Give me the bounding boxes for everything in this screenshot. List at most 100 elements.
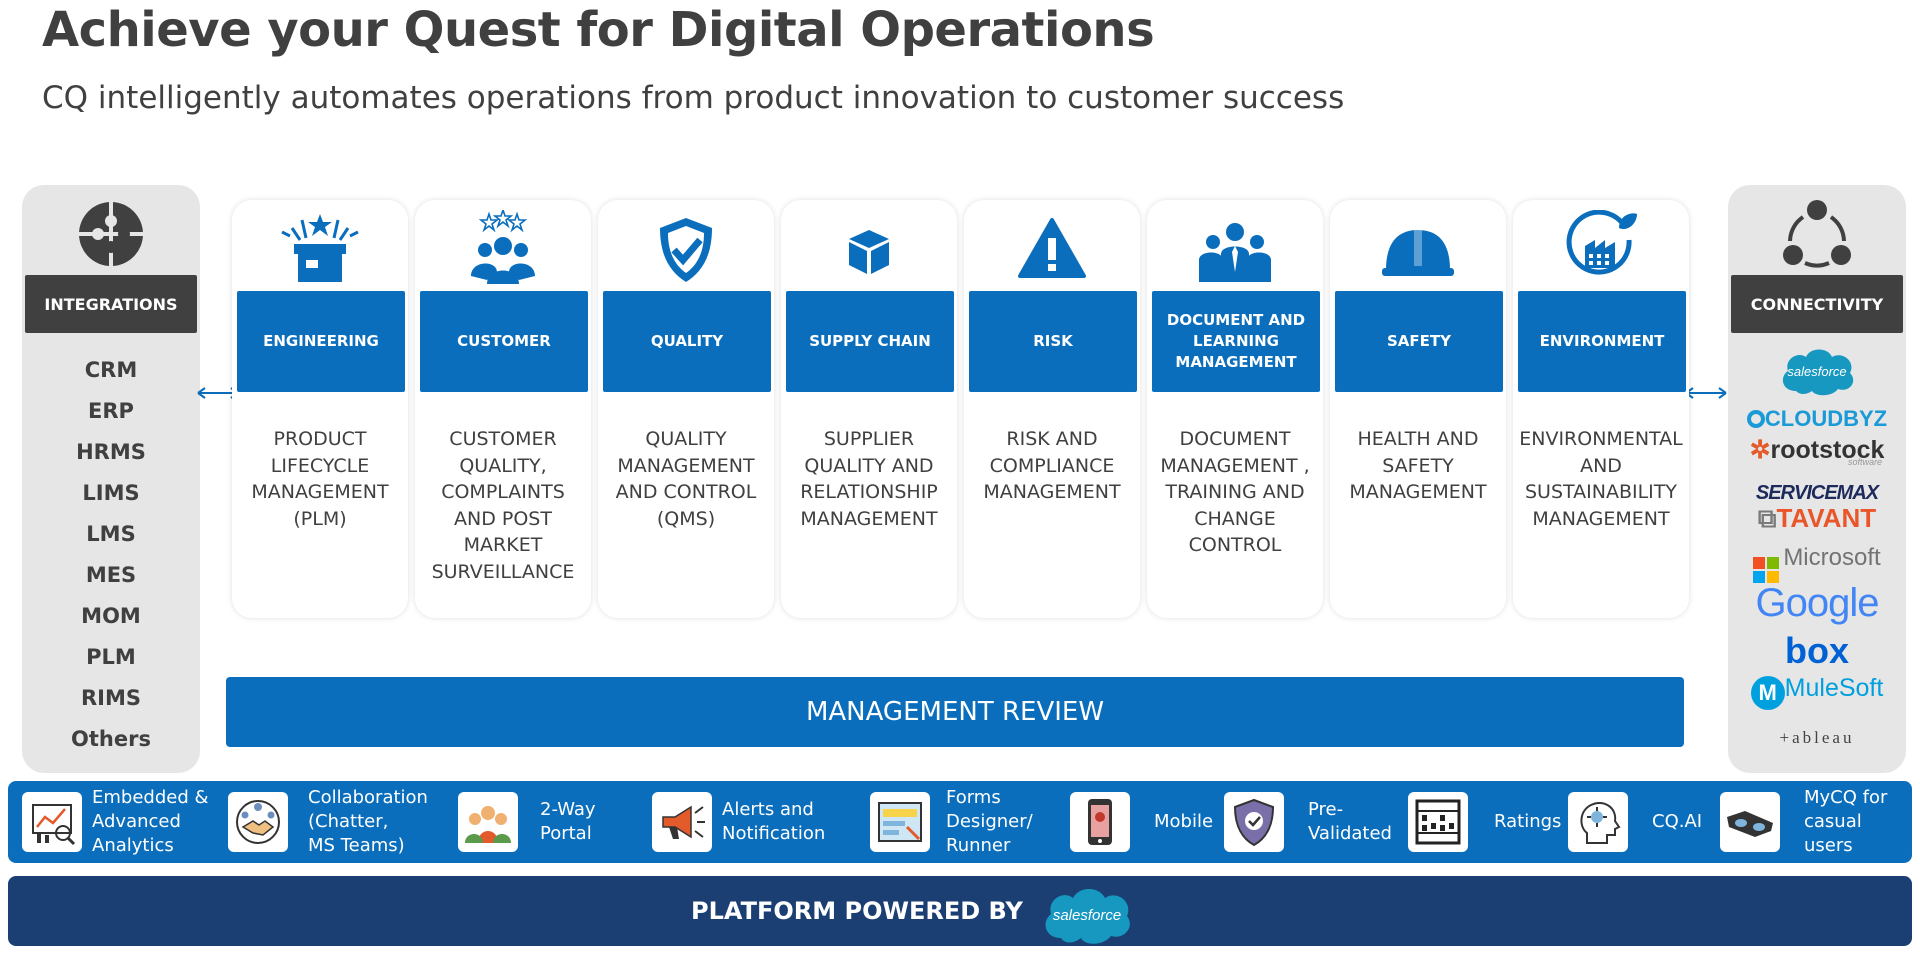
module-description: DOCUMENT MANAGEMENT , TRAINING AND CHANG…	[1160, 428, 1310, 556]
handshake-icon	[228, 792, 288, 852]
module-card-risk: RISK RISK AND COMPLIANCE MANAGEMENT	[964, 200, 1140, 618]
network-icon	[1783, 200, 1851, 268]
module-card-safety: SAFETY HEALTH AND SAFETY MANAGEMENT	[1330, 200, 1506, 618]
module-card-customer: CUSTOMER CUSTOMER QUALITY, COMPLAINTS AN…	[415, 200, 591, 618]
integration-item: MES	[85, 563, 137, 587]
connectivity-panel: CONNECTIVITY salesforce CLOUDBYZ ✲rootst…	[1728, 185, 1906, 773]
hard-hat-icon	[1382, 230, 1454, 276]
module-head: SUPPLY CHAIN	[786, 291, 954, 392]
feature-label: Forms Designer/ Runner	[946, 787, 1033, 856]
module-description: QUALITY MANAGEMENT AND CONTROL (QMS)	[615, 428, 757, 530]
module-card-quality: QUALITY QUALITY MANAGEMENT AND CONTROL (…	[598, 200, 774, 618]
gift-box-icon	[281, 214, 359, 282]
integration-item: PLM	[86, 645, 136, 669]
feature-mobile: Mobile	[1070, 781, 1213, 863]
vr-glasses-icon	[1720, 792, 1780, 852]
module-card-engineering: ENGINEERING PRODUCT LIFECYCLE MANAGEMENT…	[232, 200, 408, 618]
module-description: ENVIRONMENTAL AND SUSTAINABILITY MANAGEM…	[1519, 428, 1683, 530]
module-description: PRODUCT LIFECYCLE MANAGEMENT (PLM)	[251, 428, 389, 530]
mobile-icon	[1070, 792, 1130, 852]
integration-item: LMS	[86, 522, 136, 546]
feature-label: Mobile	[1154, 811, 1214, 832]
feature-bar: Embedded & Advanced Analytics Collaborat…	[8, 781, 1912, 863]
module-head: QUALITY	[603, 291, 771, 392]
feature-pre-validated: Pre- Validated	[1224, 781, 1392, 863]
people-stars-icon	[471, 210, 535, 284]
module-head: ENVIRONMENT	[1518, 291, 1686, 392]
feature-label: Embedded & Advanced Analytics	[92, 787, 209, 856]
box-logo: box	[1784, 630, 1849, 671]
google-logo: Google	[1755, 581, 1880, 625]
module-card-environment: ENVIRONMENT ENVIRONMENTAL AND SUSTAINABI…	[1513, 200, 1689, 618]
module-card-supply-chain: SUPPLY CHAIN SUPPLIER QUALITY AND RELATI…	[781, 200, 957, 618]
feature-label: Ratings	[1494, 811, 1562, 832]
feature-cq-ai: CQ.AI	[1568, 781, 1702, 863]
ai-head-icon	[1568, 792, 1628, 852]
team-icon	[1199, 223, 1271, 282]
feature-label: MyCQ for casual users	[1804, 787, 1888, 856]
microsoft-logo: Microsoft	[1728, 544, 1906, 583]
integrations-label: INTEGRATIONS	[25, 275, 197, 333]
shield-check-icon	[660, 218, 712, 282]
package-icon	[849, 230, 889, 274]
analytics-icon	[22, 792, 82, 852]
cloudbyz-logo: CLOUDBYZ	[1728, 406, 1906, 432]
feature-mycq: MyCQ for casual users	[1720, 781, 1912, 863]
feature-label: Collaboration (Chatter, MS Teams)	[308, 787, 428, 856]
platform-text: PLATFORM POWERED BY	[691, 897, 1023, 925]
salesforce-logo: salesforce	[1728, 343, 1906, 403]
feature-label: CQ.AI	[1652, 811, 1703, 832]
connectivity-label: CONNECTIVITY	[1731, 275, 1903, 333]
page-title: Achieve your Quest for Digital Operation…	[42, 2, 1155, 58]
right-double-arrow-icon	[1685, 387, 1727, 399]
group-icon	[458, 792, 518, 852]
left-double-arrow-icon	[197, 387, 239, 399]
integrations-list: CRM ERP HRMS LIMS LMS MES MOM PLM RIMS O…	[22, 350, 200, 760]
module-head: RISK	[969, 291, 1137, 392]
rootstock-logo: ✲rootstock software	[1749, 436, 1885, 467]
feature-analytics: Embedded & Advanced Analytics	[22, 781, 209, 863]
warning-icon	[1018, 218, 1086, 278]
feature-ratings: Ratings	[1408, 781, 1561, 863]
feature-label: Pre- Validated	[1308, 799, 1392, 844]
page-subtitle: CQ intelligently automates operations fr…	[42, 80, 1345, 116]
integration-item: LIMS	[82, 481, 140, 505]
integration-item: CRM	[84, 358, 138, 382]
salesforce-cloud-icon: salesforce	[1045, 889, 1130, 944]
feature-portal: 2-Way Portal	[458, 781, 596, 863]
integration-item: Others	[71, 727, 151, 751]
module-head: SAFETY	[1335, 291, 1503, 392]
shield-badge-icon	[1224, 792, 1284, 852]
integration-item: RIMS	[80, 686, 141, 710]
feature-forms: Forms Designer/ Runner	[870, 781, 1033, 863]
module-description: SUPPLIER QUALITY AND RELATIONSHIP MANAGE…	[800, 428, 938, 530]
platform-bar: PLATFORM POWERED BY salesforce	[8, 876, 1912, 946]
feature-label: 2-Way Portal	[540, 799, 596, 844]
servicemax-logo: SERVICEMAX	[1755, 482, 1879, 504]
tableau-logo: +ableau	[1779, 728, 1855, 747]
svg-text:salesforce: salesforce	[1053, 907, 1121, 924]
feature-collaboration: Collaboration (Chatter, MS Teams)	[228, 781, 428, 863]
integration-item: HRMS	[76, 440, 146, 464]
module-card-document-learning: DOCUMENT AND LEARNING MANAGEMENT DOCUMEN…	[1147, 200, 1323, 618]
feature-label: Alerts and Notification	[722, 799, 826, 844]
management-review-bar: MANAGEMENT REVIEW	[226, 677, 1684, 747]
svg-text:salesforce: salesforce	[1787, 364, 1846, 379]
integration-item: ERP	[88, 399, 134, 423]
tavant-logo: ⧉TAVANT	[1757, 503, 1877, 533]
module-head: ENGINEERING	[237, 291, 405, 392]
megaphone-icon	[652, 792, 712, 852]
module-head: DOCUMENT AND LEARNING MANAGEMENT	[1152, 291, 1320, 392]
integration-item: MOM	[81, 604, 141, 628]
eco-factory-icon	[1566, 210, 1637, 275]
integrations-panel: INTEGRATIONS CRM ERP HRMS LIMS LMS MES M…	[22, 185, 200, 773]
module-description: RISK AND COMPLIANCE MANAGEMENT	[983, 428, 1121, 503]
form-icon	[870, 792, 930, 852]
module-description: HEALTH AND SAFETY MANAGEMENT	[1349, 428, 1487, 503]
module-head: CUSTOMER	[420, 291, 588, 392]
puzzle-icon	[79, 202, 143, 266]
abacus-icon	[1408, 792, 1468, 852]
feature-alerts: Alerts and Notification	[652, 781, 825, 863]
module-description: CUSTOMER QUALITY, COMPLAINTS AND POST MA…	[431, 428, 575, 583]
